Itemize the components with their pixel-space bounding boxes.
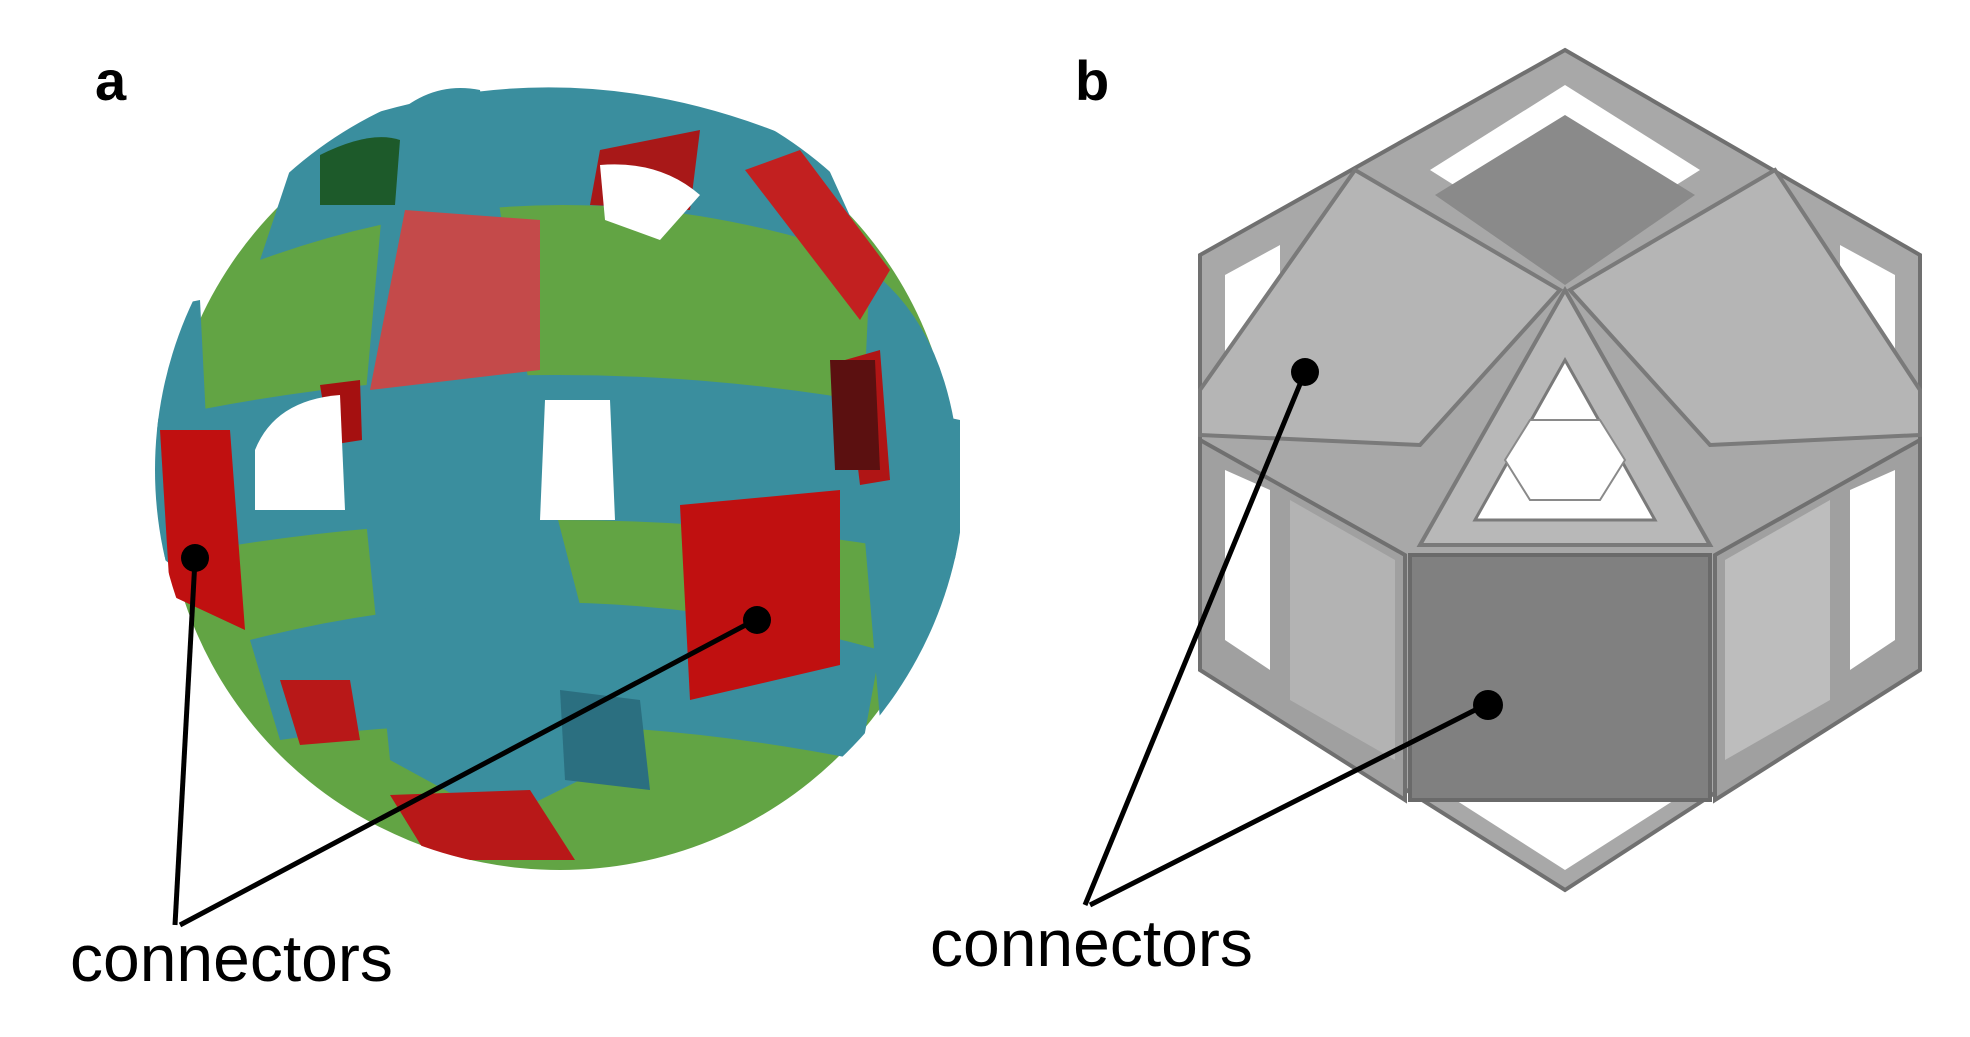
ball-opening-center bbox=[540, 400, 615, 520]
ball-opening-right bbox=[830, 360, 880, 470]
connector-dot-b-front bbox=[1473, 690, 1503, 720]
leader-line-a-left bbox=[172, 559, 198, 926]
panel-label-a: a bbox=[95, 49, 127, 112]
face-front-square bbox=[1408, 553, 1712, 802]
connector-annotations bbox=[172, 371, 1487, 928]
face-top-square bbox=[1435, 115, 1695, 285]
red-connector-left bbox=[160, 430, 245, 630]
rhombicuboctahedron-model bbox=[1198, 47, 1922, 893]
red-connector-top bbox=[370, 210, 540, 390]
face-lower-right-panel bbox=[1725, 500, 1830, 760]
face-lower-right-opening bbox=[1850, 470, 1895, 670]
triangle-inner-hexagon bbox=[1503, 419, 1627, 501]
panel-label-b: b bbox=[1075, 49, 1110, 112]
teal-band-right bbox=[860, 270, 960, 720]
leader-line-a-right bbox=[178, 617, 757, 928]
connectors-label-b: connectors bbox=[930, 906, 1253, 980]
face-lower-left-panel bbox=[1290, 500, 1395, 760]
ball-opening-top-right bbox=[600, 164, 700, 240]
connectors-label-a: connectors bbox=[70, 921, 393, 995]
face-lower-left-opening bbox=[1225, 470, 1270, 670]
leader-line-b-front bbox=[1088, 702, 1487, 908]
red-connector-upper-right bbox=[745, 150, 890, 320]
leader-line-b-upper bbox=[1082, 371, 1308, 906]
face-upper-left bbox=[1198, 167, 1564, 448]
red-connector-right bbox=[680, 490, 840, 700]
red-connector-bottom bbox=[390, 790, 575, 860]
face-upper-right bbox=[1566, 167, 1922, 448]
ball-opening-top bbox=[320, 137, 400, 205]
red-connector-lower-left bbox=[280, 680, 360, 745]
connector-dot-a-right bbox=[743, 606, 771, 634]
connector-dot-b-upper bbox=[1291, 358, 1319, 386]
connector-dot-a-left bbox=[181, 544, 209, 572]
connector-markers bbox=[181, 358, 1503, 720]
woven-ball-model bbox=[155, 87, 960, 870]
ball-opening-bottom bbox=[560, 690, 650, 790]
ball-opening-left bbox=[255, 395, 345, 510]
